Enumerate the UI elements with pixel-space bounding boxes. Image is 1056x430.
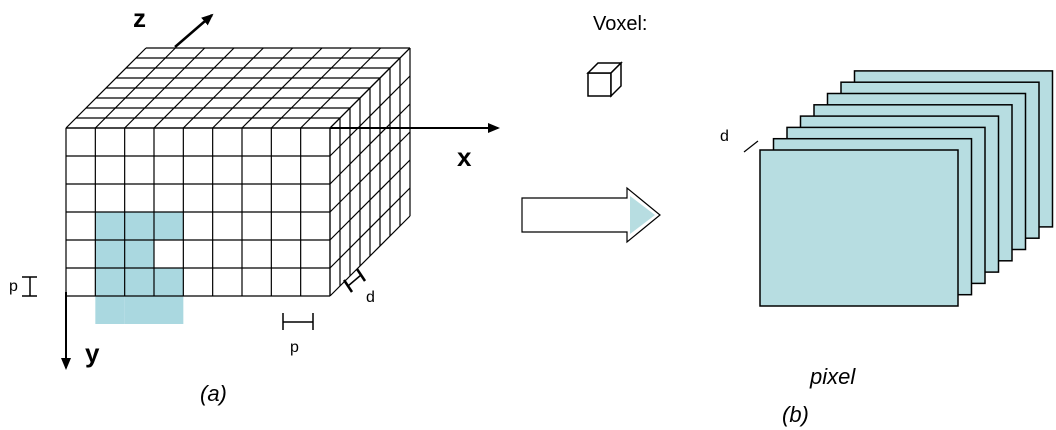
- caption-b: (b): [782, 402, 809, 427]
- pixel-size-marker-left: [22, 276, 37, 297]
- highlighted-voxel-cell: [124, 268, 154, 296]
- highlighted-voxel-cell: [95, 212, 125, 240]
- image-slice: [759, 149, 959, 307]
- pixel-size-label-left: p: [9, 278, 18, 295]
- voxel-title: Voxel:: [593, 13, 647, 35]
- highlighted-voxel-cell: [124, 212, 154, 240]
- pixel-caption: pixel: [809, 364, 856, 389]
- slice-spacing-marker-b: [743, 140, 759, 153]
- highlighted-voxel-cell: [95, 296, 125, 324]
- pixel-size-marker-bottom: [282, 313, 314, 330]
- y-axis-label: y: [85, 338, 100, 368]
- highlighted-voxel-cell: [95, 268, 125, 296]
- highlighted-voxel-cell: [95, 240, 125, 268]
- slice-spacing-marker-a: [342, 268, 367, 293]
- caption-a: (a): [200, 381, 227, 406]
- image-slice-stack: [759, 70, 1054, 307]
- transform-arrow: [521, 186, 661, 244]
- slice-spacing-label-a: d: [366, 289, 375, 306]
- voxel-volume-cube: [65, 47, 411, 324]
- pixel-size-label-bottom: p: [290, 339, 299, 356]
- z-axis-label: z: [133, 3, 146, 33]
- highlighted-voxel-cell: [124, 296, 154, 324]
- highlighted-voxel-cell: [154, 296, 184, 324]
- z-axis-arrow: [174, 13, 214, 48]
- x-axis-label: x: [457, 142, 472, 172]
- highlighted-voxel-cell: [154, 212, 184, 240]
- highlighted-voxel-cell: [154, 268, 184, 296]
- voxel-cube-icon: [586, 61, 623, 98]
- slice-spacing-label-b: d: [720, 128, 729, 145]
- highlighted-voxel-cell: [124, 240, 154, 268]
